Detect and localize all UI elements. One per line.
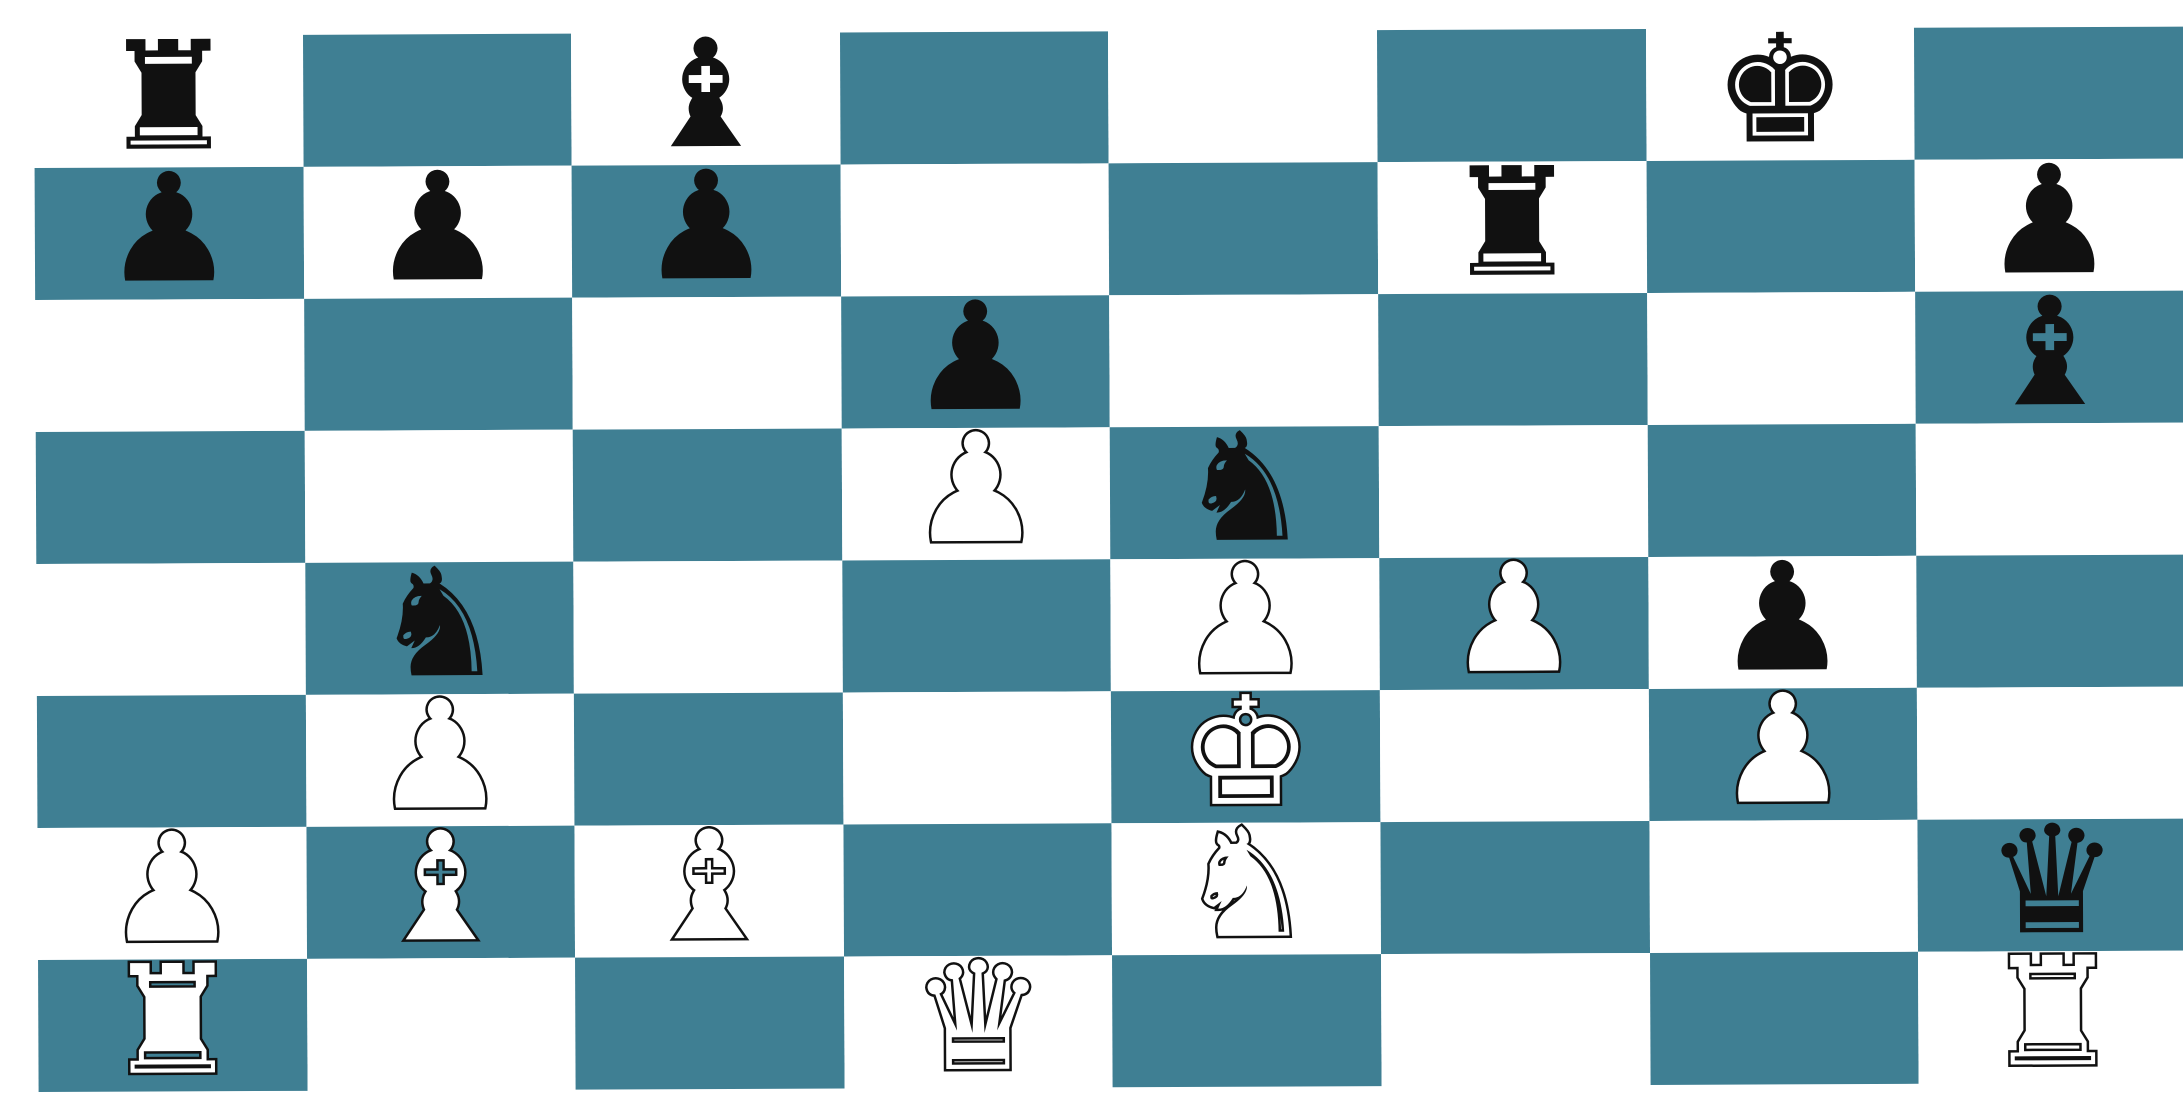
square-f3[interactable] xyxy=(1380,689,1649,822)
white-pawn-icon[interactable]: ♟ xyxy=(908,415,1043,566)
square-b2[interactable]: ♝ xyxy=(306,826,575,959)
square-b1[interactable] xyxy=(307,958,576,1091)
square-f6[interactable] xyxy=(1378,293,1647,426)
chess-board: ♜♝♚♟♟♟♜♟♟♝♟♞♞♟♟♟♟♚♟♟♝♝♞♛♜♛♜ xyxy=(34,27,2183,1063)
square-c6[interactable] xyxy=(572,296,841,429)
black-pawn-icon[interactable]: ♟ xyxy=(102,154,237,305)
square-d5[interactable]: ♟ xyxy=(842,427,1111,560)
white-knight-icon[interactable]: ♞ xyxy=(1179,809,1314,960)
square-e1[interactable] xyxy=(1112,954,1381,1087)
square-c2[interactable]: ♝ xyxy=(575,824,844,957)
square-g8[interactable]: ♚ xyxy=(1646,28,1915,161)
square-g2[interactable] xyxy=(1649,820,1918,953)
square-e8[interactable] xyxy=(1108,30,1377,163)
black-rook-icon[interactable]: ♜ xyxy=(1445,148,1580,299)
square-e7[interactable] xyxy=(1109,162,1378,295)
square-g3[interactable]: ♟ xyxy=(1648,688,1917,821)
white-pawn-icon[interactable]: ♟ xyxy=(1446,544,1581,695)
black-pawn-icon[interactable]: ♟ xyxy=(639,152,774,303)
square-a1[interactable]: ♜ xyxy=(38,959,307,1092)
white-rook-icon[interactable]: ♜ xyxy=(105,946,240,1097)
square-f1[interactable] xyxy=(1381,953,1650,1086)
square-f2[interactable] xyxy=(1380,821,1649,954)
square-a4[interactable] xyxy=(36,563,305,696)
square-e2[interactable]: ♞ xyxy=(1112,822,1381,955)
black-pawn-icon[interactable]: ♟ xyxy=(370,153,505,304)
square-f4[interactable]: ♟ xyxy=(1379,557,1648,690)
white-queen-icon[interactable]: ♛ xyxy=(911,943,1046,1094)
square-a6[interactable] xyxy=(35,299,304,432)
square-a5[interactable] xyxy=(36,431,305,564)
square-d1[interactable]: ♛ xyxy=(844,955,1113,1088)
square-c5[interactable] xyxy=(573,428,842,561)
square-h6[interactable]: ♝ xyxy=(1915,291,2183,424)
square-c1[interactable] xyxy=(575,956,844,1089)
white-pawn-icon[interactable]: ♟ xyxy=(1715,675,1850,826)
square-h5[interactable] xyxy=(1916,423,2183,556)
square-g1[interactable] xyxy=(1650,952,1919,1085)
white-bishop-icon[interactable]: ♝ xyxy=(373,813,508,964)
square-a7[interactable]: ♟ xyxy=(35,167,304,300)
black-bishop-icon[interactable]: ♝ xyxy=(1982,278,2117,429)
black-king-icon[interactable]: ♚ xyxy=(1713,15,1848,166)
square-c4[interactable] xyxy=(573,560,842,693)
white-rook-icon[interactable]: ♜ xyxy=(1985,938,2120,1089)
square-g6[interactable] xyxy=(1647,292,1916,425)
square-d4[interactable] xyxy=(842,559,1111,692)
square-b7[interactable]: ♟ xyxy=(303,166,572,299)
square-f7[interactable]: ♜ xyxy=(1378,161,1647,294)
square-h1[interactable]: ♜ xyxy=(1918,951,2183,1084)
square-g7[interactable] xyxy=(1646,160,1915,293)
square-h4[interactable] xyxy=(1916,555,2183,688)
white-bishop-icon[interactable]: ♝ xyxy=(642,812,777,963)
square-d3[interactable] xyxy=(843,691,1112,824)
square-d8[interactable] xyxy=(840,31,1109,164)
square-b6[interactable] xyxy=(304,298,573,431)
square-c7[interactable]: ♟ xyxy=(572,164,841,297)
